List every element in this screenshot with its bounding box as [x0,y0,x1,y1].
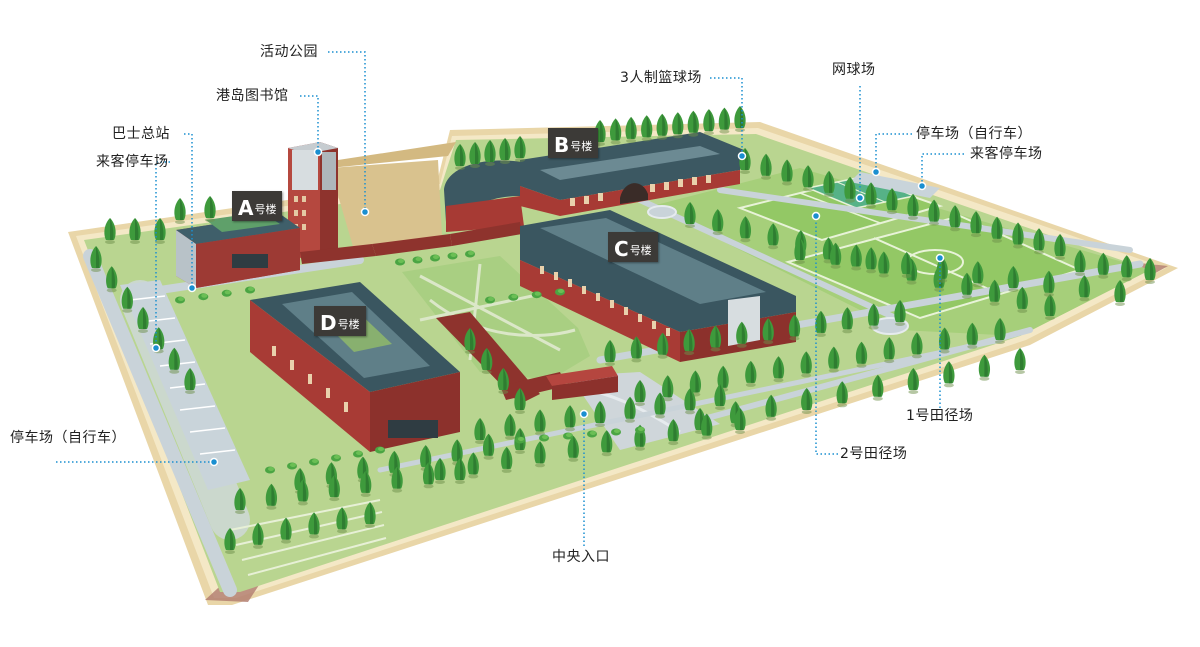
shrub [587,430,597,438]
building-c-suffix: 号楼 [629,244,652,257]
label-central-entrance: 中央入口 [552,549,610,565]
shrub [635,426,645,434]
tree [1014,348,1026,374]
shrub [508,293,519,301]
building-d-tag: D 号楼 [314,306,366,336]
shrub [265,466,275,474]
shrub [412,256,423,264]
shrub [353,450,363,458]
building-d-suffix: 号楼 [337,318,360,331]
shrub [245,286,255,294]
label-bus-station: 巴士总站 [112,126,170,142]
shrub [221,289,232,297]
shrub [375,446,385,454]
label-library: 港岛图书馆 [216,88,289,104]
building-a-suffix: 号楼 [254,203,277,216]
building-d-letter: D [320,311,337,335]
shrub [611,428,621,436]
shrub [485,296,495,304]
label-basketball-court: 3人制篮球场 [620,70,702,86]
shrub [555,288,565,296]
label-track-field-2: 2号田径场 [840,446,908,462]
shrub [175,296,185,304]
label-anchor-dots [151,147,945,467]
shrub [447,252,458,260]
shrub [539,434,549,442]
label-bike-parking-left: 停车场（自行车） [10,430,126,446]
label-tennis-court: 网球场 [832,62,876,78]
central-entrance-gate [546,366,618,400]
building-b-letter: B [554,133,570,157]
label-leader-lines [56,51,964,546]
shrub [430,254,440,262]
label-visitor-parking-right: 来客停车场 [970,146,1043,162]
label-activity-park: 活动公园 [260,44,318,60]
label-visitor-parking-left: 来客停车场 [96,154,169,170]
shrub [395,258,405,266]
building-b-tag: B 号楼 [548,128,599,158]
shrub [515,436,525,444]
shrub [309,458,319,466]
label-bike-parking-right: 停车场（自行车） [916,126,1032,142]
building-c-tag: C 号楼 [608,232,658,262]
building-a-letter: A [238,196,254,220]
shrub [287,462,297,470]
shrub [531,291,542,299]
shrub [563,432,573,440]
shrub [465,250,475,258]
building-b [444,132,744,232]
building-a [176,212,300,288]
building-c-letter: C [614,237,629,261]
shrub [331,454,341,462]
building-a-tag: A 号楼 [232,191,283,221]
shrub [198,293,209,301]
building-b-suffix: 号楼 [570,140,593,153]
label-track-field-1: 1号田径场 [906,408,974,424]
